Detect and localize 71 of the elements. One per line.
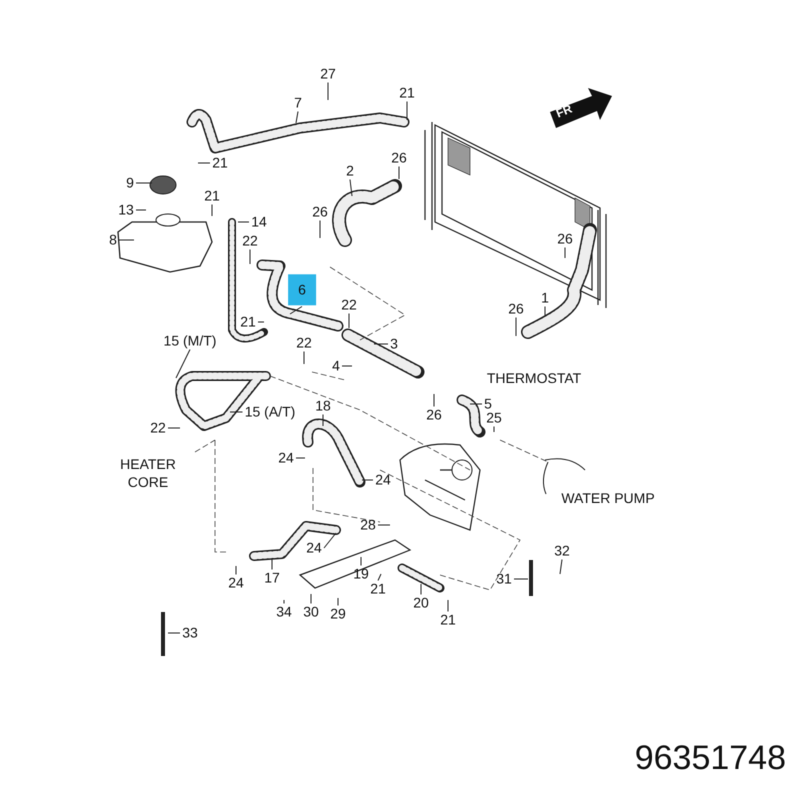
callout-number: 21 (398, 85, 416, 101)
callout-number: 27 (319, 66, 337, 82)
callout-number: 24 (277, 450, 295, 466)
callout-number: 21 (369, 581, 387, 597)
leader-line (310, 594, 312, 604)
callout-number: 24 (374, 472, 392, 488)
leader-line (296, 111, 298, 124)
leader-line (378, 524, 390, 526)
callout-number: 26 (507, 301, 525, 317)
leader-line (348, 313, 350, 328)
callout-number: 6 (288, 274, 316, 306)
callout-number: 26 (311, 204, 329, 220)
callout-number: 18 (314, 398, 332, 414)
callout-number: 21 (211, 155, 229, 171)
callout-number: 2 (345, 163, 355, 179)
leader-line (322, 414, 324, 426)
direction-label: FR (554, 102, 574, 120)
part-label: WATER PUMP (560, 490, 656, 508)
callout-number: 30 (302, 604, 320, 620)
leader-line (564, 247, 566, 258)
callout-number: 22 (340, 297, 358, 313)
callout-number: 9 (125, 175, 135, 191)
part-label: THERMOSTAT (486, 370, 582, 388)
callout-number: 20 (412, 595, 430, 611)
callout-number: 22 (149, 420, 167, 436)
caption: 96351748 (634, 739, 786, 778)
callout-number: 22 (241, 233, 259, 249)
leader-line (198, 162, 210, 164)
callout-number: 29 (329, 606, 347, 622)
leader-line (544, 306, 546, 316)
callout-number: 24 (305, 540, 323, 556)
callout-number: 26 (425, 407, 443, 423)
leader-line (406, 101, 408, 120)
callout-number: 15 (A/T) (244, 404, 296, 420)
callout-number: 24 (227, 575, 245, 591)
part-label: HEATER CORE (119, 456, 177, 491)
callout-number: 21 (203, 188, 221, 204)
callout-number: 26 (390, 150, 408, 166)
callout-number: 25 (485, 410, 503, 426)
callout-number: 15 (M/T) (162, 333, 218, 349)
callout-number: 21 (439, 612, 457, 628)
leader-line (514, 578, 528, 580)
callout-number: 26 (556, 231, 574, 247)
leader-line (136, 182, 152, 184)
callout-number: 32 (553, 543, 571, 559)
callout-number: 33 (181, 625, 199, 641)
leader-line (176, 349, 190, 378)
callout-number: 17 (263, 570, 281, 586)
callout-number: 21 (239, 314, 257, 330)
leader-line (324, 532, 336, 548)
callout-number: 34 (275, 604, 293, 620)
callout-number: 13 (117, 202, 135, 218)
callout-number: 1 (540, 290, 550, 306)
leader-line (398, 166, 400, 180)
callout-number: 14 (250, 214, 268, 230)
callout-number: 5 (483, 396, 493, 412)
callout-number: 7 (293, 95, 303, 111)
callout-number: 22 (295, 335, 313, 351)
leader-line (168, 632, 180, 634)
leader-line (290, 306, 302, 314)
leader-line (560, 559, 562, 574)
leader-line (420, 584, 422, 595)
leader-line (350, 179, 352, 196)
callout-number: 19 (352, 566, 370, 582)
callout-number: 3 (389, 336, 399, 352)
callout-number: 8 (108, 232, 118, 248)
leader-line (360, 556, 362, 566)
leader-line (378, 574, 382, 581)
callout-number: 4 (331, 358, 341, 374)
callout-number: 28 (359, 517, 377, 533)
callout-number: 31 (495, 571, 513, 587)
